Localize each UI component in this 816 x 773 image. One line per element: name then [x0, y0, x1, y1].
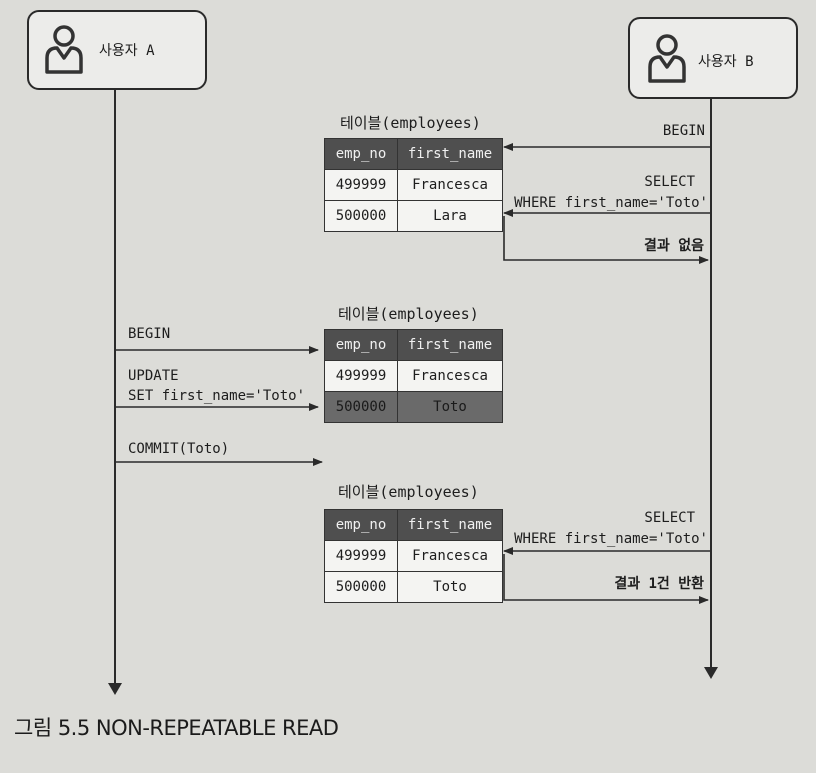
cell-first-name: Toto [397, 571, 503, 603]
actor-user-a: 사용자 A [27, 10, 207, 90]
actor-b-label: 사용자 B [698, 54, 754, 70]
msg-a-begin: BEGIN [128, 326, 171, 342]
msg-b-result-1: 결과 없음 [644, 238, 704, 254]
msg-b-result-2: 결과 1건 반환 [614, 576, 704, 592]
header-emp-no: emp_no [324, 509, 398, 541]
msg-b-where-1: WHERE first_name='Toto' [514, 195, 708, 211]
arrow-b-result-1 [503, 216, 709, 264]
header-first-name: first_name [397, 329, 503, 361]
user-icon [648, 34, 686, 83]
arrow-b-result-2 [503, 554, 709, 604]
cell-first-name: Francesca [397, 540, 503, 572]
table-2-caption: 테이블(employees) [338, 305, 479, 323]
table-3-caption: 테이블(employees) [338, 483, 479, 501]
user-icon [45, 25, 83, 74]
header-first-name: first_name [397, 509, 503, 541]
lifeline-user-a [108, 90, 122, 695]
cell-first-name: Francesca [397, 169, 503, 201]
cell-emp-no: 500000 [324, 391, 398, 423]
cell-emp-no: 500000 [324, 200, 398, 232]
cell-first-name: Francesca [397, 360, 503, 392]
figure-caption: 그림 5.5 NON-REPEATABLE READ [14, 716, 339, 740]
header-emp-no: emp_no [324, 329, 398, 361]
cell-emp-no: 499999 [324, 169, 398, 201]
msg-a-update: UPDATE [128, 368, 179, 384]
lifeline-user-b [704, 99, 718, 679]
cell-emp-no: 500000 [324, 571, 398, 603]
msg-a-set: SET first_name='Toto' [128, 388, 306, 404]
actor-user-b: 사용자 B [628, 17, 798, 99]
table-1-caption: 테이블(employees) [340, 114, 481, 132]
cell-emp-no: 499999 [324, 360, 398, 392]
header-first-name: first_name [397, 138, 503, 170]
actor-a-label: 사용자 A [99, 43, 155, 59]
cell-first-name: Lara [397, 200, 503, 232]
msg-a-commit: COMMIT(Toto) [128, 441, 230, 457]
msg-b-select-1: SELECT [644, 174, 695, 190]
msg-b-where-2: WHERE first_name='Toto' [514, 531, 708, 547]
cell-first-name: Toto [397, 391, 503, 423]
msg-b-select-2: SELECT [644, 510, 695, 526]
msg-b-begin: BEGIN [662, 123, 705, 139]
